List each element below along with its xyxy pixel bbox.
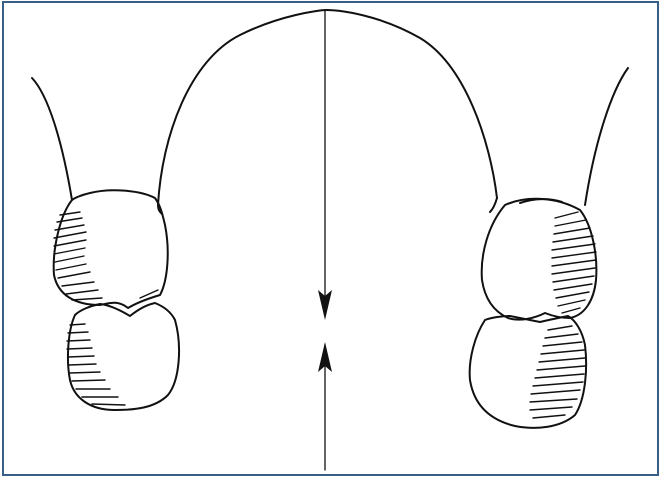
left-gum-outer bbox=[32, 78, 72, 200]
left-tooth-upper bbox=[54, 190, 168, 308]
left-tooth-lower bbox=[67, 303, 179, 410]
right-tooth-upper bbox=[482, 199, 597, 320]
right-gum-inner bbox=[490, 198, 497, 212]
right-gum-outer bbox=[585, 68, 628, 205]
right-tooth-lower bbox=[470, 316, 586, 428]
arch-curve bbox=[158, 10, 497, 205]
